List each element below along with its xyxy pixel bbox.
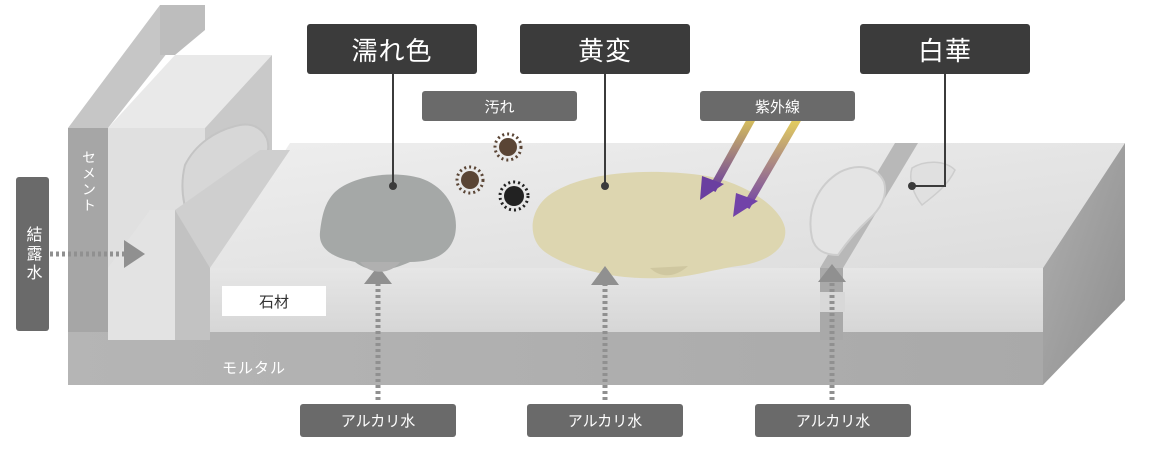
uv-arrow-icon xyxy=(700,115,802,217)
dirt-particle-icon xyxy=(455,132,530,212)
leader-lines xyxy=(392,72,946,187)
left-stone-block xyxy=(108,210,175,340)
condensation-text: 結露水 xyxy=(23,225,43,283)
efflorescence-texture xyxy=(809,166,886,257)
yellow-patch xyxy=(532,171,786,279)
slab-front xyxy=(210,268,1043,340)
alkaline-water-label-3: アルカリ水 xyxy=(755,404,911,437)
mortar-label: モルタル xyxy=(222,359,287,377)
stain-label: 汚れ xyxy=(422,91,577,121)
left-joint-top xyxy=(175,150,290,268)
alkaline-water-label-2: アルカリ水 xyxy=(527,404,683,437)
slab-side xyxy=(1043,143,1125,385)
cement-column xyxy=(68,128,108,332)
uv-label: 紫外線 xyxy=(700,91,855,121)
stone-label: 石材 xyxy=(222,286,326,316)
wet-patch xyxy=(319,174,456,270)
condensation-label: 結露水 xyxy=(16,177,49,331)
efflorescence-label: 白華 xyxy=(860,24,1030,74)
arrow-up-icon xyxy=(360,262,846,400)
wet-color-label: 濡れ色 xyxy=(307,24,477,74)
cement-label: セメント xyxy=(80,150,96,214)
yellowing-label: 黄変 xyxy=(520,24,690,74)
mortar-layer xyxy=(68,332,1043,385)
leader-dots xyxy=(389,182,916,190)
arrow-right-icon xyxy=(50,240,145,268)
alkaline-water-label-1: アルカリ水 xyxy=(300,404,456,437)
